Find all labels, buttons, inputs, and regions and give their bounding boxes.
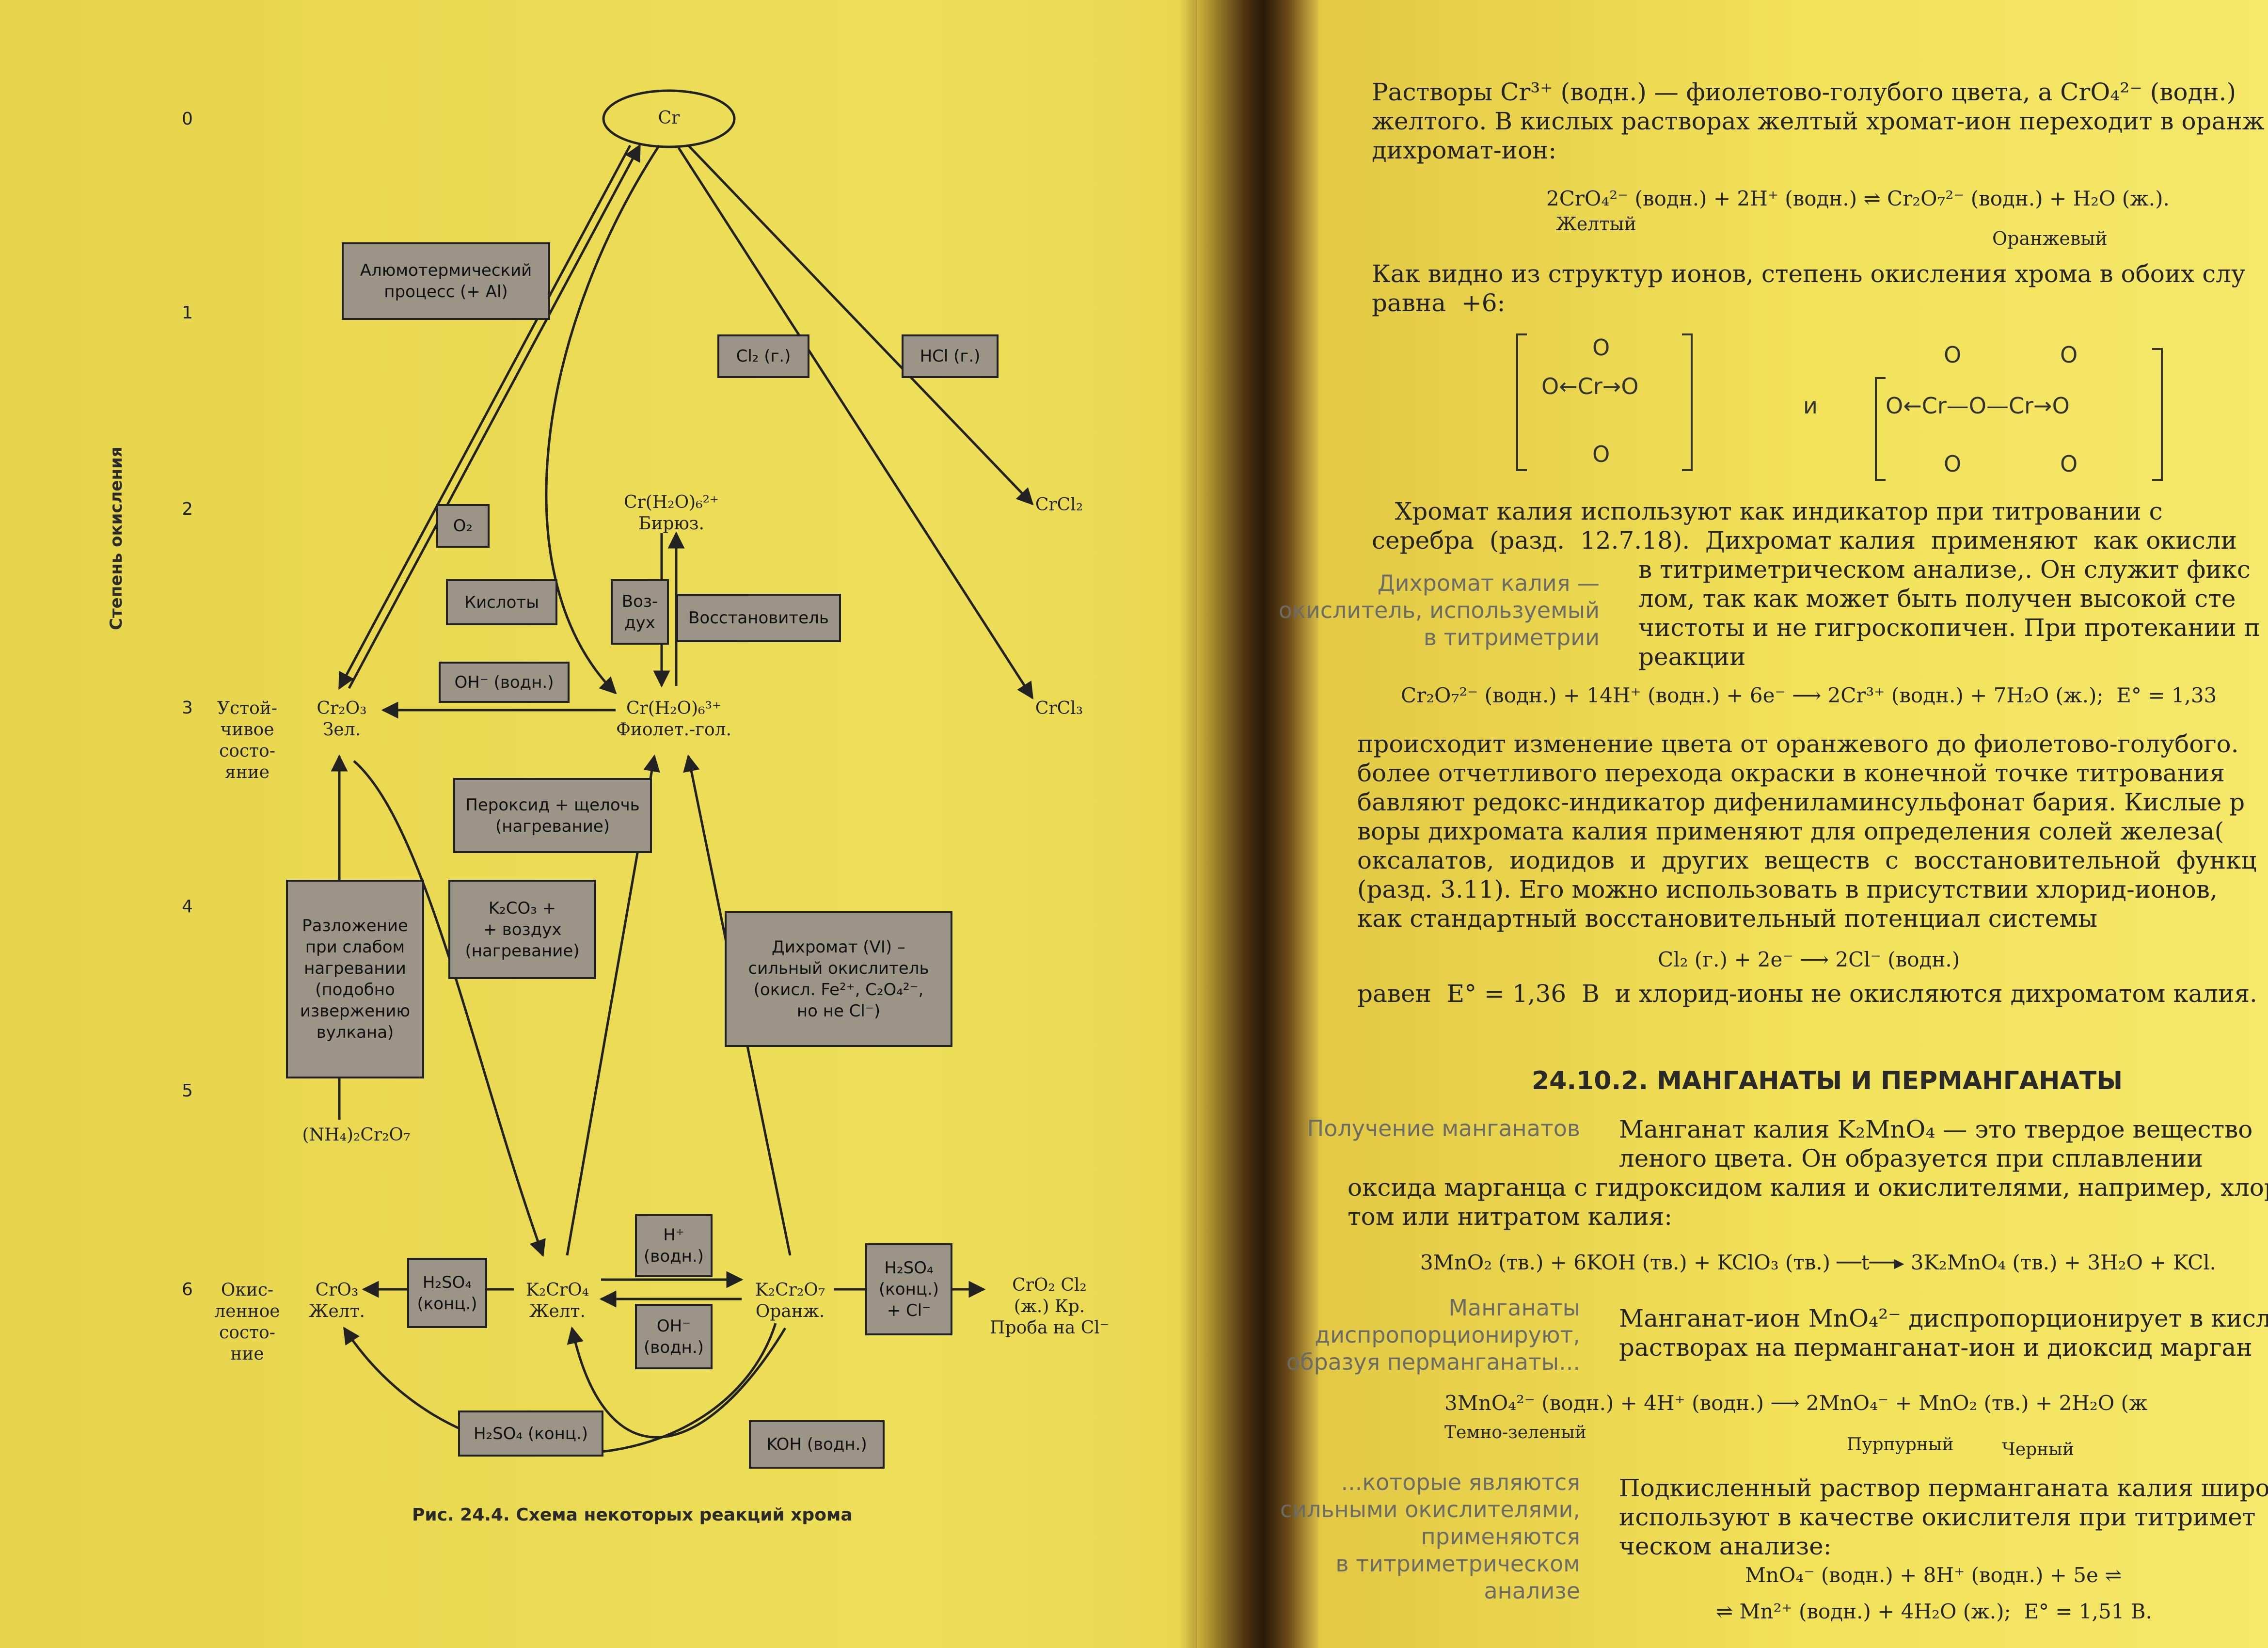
paragraph-3b: в титриметрическом анализе,. Он служит ф… bbox=[1638, 555, 2260, 671]
species-cr-h2o-2plus: Cr(H₂O)₆²⁺ Бирюз. bbox=[623, 492, 719, 534]
axis-number-1: 1 bbox=[182, 303, 193, 323]
margin-note-1: Дихромат калия — окислитель, используемы… bbox=[1278, 570, 1600, 650]
box-acids: Кислоты bbox=[446, 579, 557, 625]
chromate-o-top: O bbox=[1592, 334, 1610, 361]
equation-5-label-3: Черный bbox=[2002, 1440, 2074, 1459]
paragraph-8: Подкисленный раствор перманганата калия … bbox=[1619, 1474, 2268, 1560]
equation-1: 2CrO₄²⁻ (водн.) + 2H⁺ (водн.) ⇌ Cr₂O₇²⁻ … bbox=[1546, 187, 2170, 210]
axis-number-5: 5 bbox=[182, 1081, 193, 1101]
book-spine bbox=[1197, 0, 1318, 1648]
axis-number-6: 6 bbox=[182, 1280, 193, 1299]
box-oh-aq-2: OH⁻ (водн.) bbox=[635, 1304, 713, 1369]
species-cro2cl2: CrO₂ Cl₂ (ж.) Кр. Проба на Cl⁻ bbox=[990, 1275, 1109, 1338]
species-cro3: CrO₃ Желт. bbox=[309, 1280, 365, 1321]
species-k2cro4: K₂CrO₄ Желт. bbox=[525, 1280, 589, 1321]
box-cl2: Cl₂ (г.) bbox=[717, 334, 809, 378]
species-crcl2: CrCl₂ bbox=[1035, 495, 1083, 515]
box-decomposition: Разложение при слабом нагревании (подобн… bbox=[286, 880, 424, 1078]
box-h2so4-right: H₂SO₄ (конц.) + Cl⁻ bbox=[865, 1243, 952, 1335]
box-k2co3: K₂CO₃ + + воздух (нагревание) bbox=[448, 880, 596, 979]
chromate-o-bottom: O bbox=[1592, 441, 1610, 467]
box-dichromate: Дихромат (VI) – сильный окислитель (окис… bbox=[725, 911, 952, 1047]
axis-number-3: 3 bbox=[182, 698, 193, 718]
chromate-structure: O←Cr→O bbox=[1541, 373, 1639, 399]
section-heading: 24.10.2. МАНГАНАТЫ И ПЕРМАНГАНАТЫ bbox=[1532, 1066, 2123, 1095]
right-page: Растворы Cr³⁺ (водн.) — фиолетово-голубо… bbox=[1279, 0, 2268, 1648]
equation-1-label-left: Желтый bbox=[1556, 213, 1636, 235]
paragraph-1: Растворы Cr³⁺ (водн.) — фиолетово-голубо… bbox=[1372, 78, 2265, 164]
state-label-oxidized: Окис- ленное состо- ние bbox=[214, 1280, 280, 1364]
axis-number-2: 2 bbox=[182, 499, 193, 519]
axis-number-0: 0 bbox=[182, 109, 193, 129]
axis-title: Степень окисления bbox=[107, 446, 126, 630]
box-alumothermic: Алюмотермический процесс (+ Al) bbox=[342, 242, 550, 320]
paragraph-5: равен E° = 1,36 В и хлорид-ионы не окисл… bbox=[1357, 980, 2257, 1008]
box-h-aq: H⁺ (водн.) bbox=[635, 1214, 713, 1277]
axis-number-4: 4 bbox=[182, 897, 193, 917]
state-label-stable: Устой- чивое состо- яние bbox=[217, 698, 277, 782]
dichromate-o-top-1: O bbox=[1944, 342, 1962, 368]
left-page: Степень окисления 0 1 2 3 4 5 6 Устой- ч… bbox=[107, 89, 1109, 1525]
box-h2so4-bottom: H₂SO₄ (конц.) bbox=[458, 1410, 603, 1457]
paragraph-3: Хромат калия используют как индикатор пр… bbox=[1372, 497, 2237, 555]
equation-5-label-1: Темно-зеленый bbox=[1444, 1423, 1586, 1442]
box-peroxide: Пероксид + щелочь (нагревание) bbox=[453, 778, 652, 853]
box-air: Воз- дух bbox=[611, 579, 669, 645]
species-k2cr2o7: K₂Cr₂O₇ Оранж. bbox=[755, 1280, 825, 1321]
margin-note-4: ...которые являются сильными окислителям… bbox=[1280, 1469, 1580, 1604]
dichromate-o-top-2: O bbox=[2060, 342, 2078, 368]
ion-structures bbox=[1516, 333, 2163, 481]
paragraph-2: Как видно из структур ионов, степень оки… bbox=[1372, 260, 2246, 317]
equation-5: 3MnO₄²⁻ (водн.) + 4H⁺ (водн.) ⟶ 2MnO₄⁻ +… bbox=[1444, 1391, 2148, 1415]
paragraph-6: Манганат калия K₂MnO₄ — это твердое веще… bbox=[1619, 1115, 2253, 1173]
species-nh4-dichromate: (NH₄)₂Cr₂O₇ bbox=[302, 1125, 411, 1145]
equation-6b: ⇌ Mn²⁺ (водн.) + 4H₂O (ж.); E° = 1,51 В. bbox=[1716, 1600, 2152, 1623]
cr-ellipse bbox=[602, 89, 736, 148]
box-hcl: HCl (г.) bbox=[902, 334, 999, 378]
equation-5-label-2: Пурпурный bbox=[1847, 1435, 1954, 1455]
species-cr: Cr bbox=[658, 108, 680, 128]
equation-6: MnO₄⁻ (водн.) + 8H⁺ (водн.) + 5e ⇌ bbox=[1745, 1563, 2122, 1587]
species-cr-h2o-3plus: Cr(H₂O)₆³⁺ Фиолет.-гол. bbox=[616, 698, 732, 740]
dichromate-o-bottom-1: O bbox=[1944, 451, 1962, 477]
paragraph-6b: оксида марганца с гидроксидом калия и ок… bbox=[1348, 1173, 2268, 1231]
structure-and: и bbox=[1803, 393, 1818, 419]
equation-3: Cl₂ (г.) + 2e⁻ ⟶ 2Cl⁻ (водн.) bbox=[1658, 948, 1960, 971]
box-koh: KOH (водн.) bbox=[749, 1420, 885, 1469]
paragraph-4: происходит изменение цвета от оранжевого… bbox=[1357, 730, 2257, 933]
box-oh-aq: OH⁻ (водн.) bbox=[439, 662, 570, 703]
species-cr2o3: Cr₂O₃ Зел. bbox=[317, 698, 367, 740]
box-reducer: Восстановитель bbox=[676, 594, 841, 642]
dichromate-structure: O←Cr—O—Cr→O bbox=[1886, 393, 2070, 419]
paragraph-7: Манганат-ион MnO₄²⁻ диспропорционирует в… bbox=[1619, 1304, 2268, 1362]
equation-2: Cr₂O₇²⁻ (водн.) + 14H⁺ (водн.) + 6e⁻ ⟶ 2… bbox=[1401, 683, 2217, 707]
margin-note-2: Получение манганатов bbox=[1307, 1115, 1580, 1141]
box-o2: O₂ bbox=[436, 504, 490, 548]
figure-caption: Рис. 24.4. Схема некоторых реакций хрома bbox=[412, 1505, 853, 1525]
box-h2so4-left: H₂SO₄ (конц.) bbox=[407, 1258, 487, 1328]
equation-4: 3MnO₂ (тв.) + 6KOH (тв.) + KClO₃ (тв.) ─… bbox=[1420, 1251, 2216, 1274]
species-crcl3: CrCl₃ bbox=[1035, 698, 1083, 718]
margin-note-3: Манганаты диспропорционируют, образуя пе… bbox=[1286, 1295, 1580, 1375]
dichromate-o-bottom-2: O bbox=[2060, 451, 2078, 477]
equation-1-label-right: Оранжевый bbox=[1992, 228, 2108, 249]
